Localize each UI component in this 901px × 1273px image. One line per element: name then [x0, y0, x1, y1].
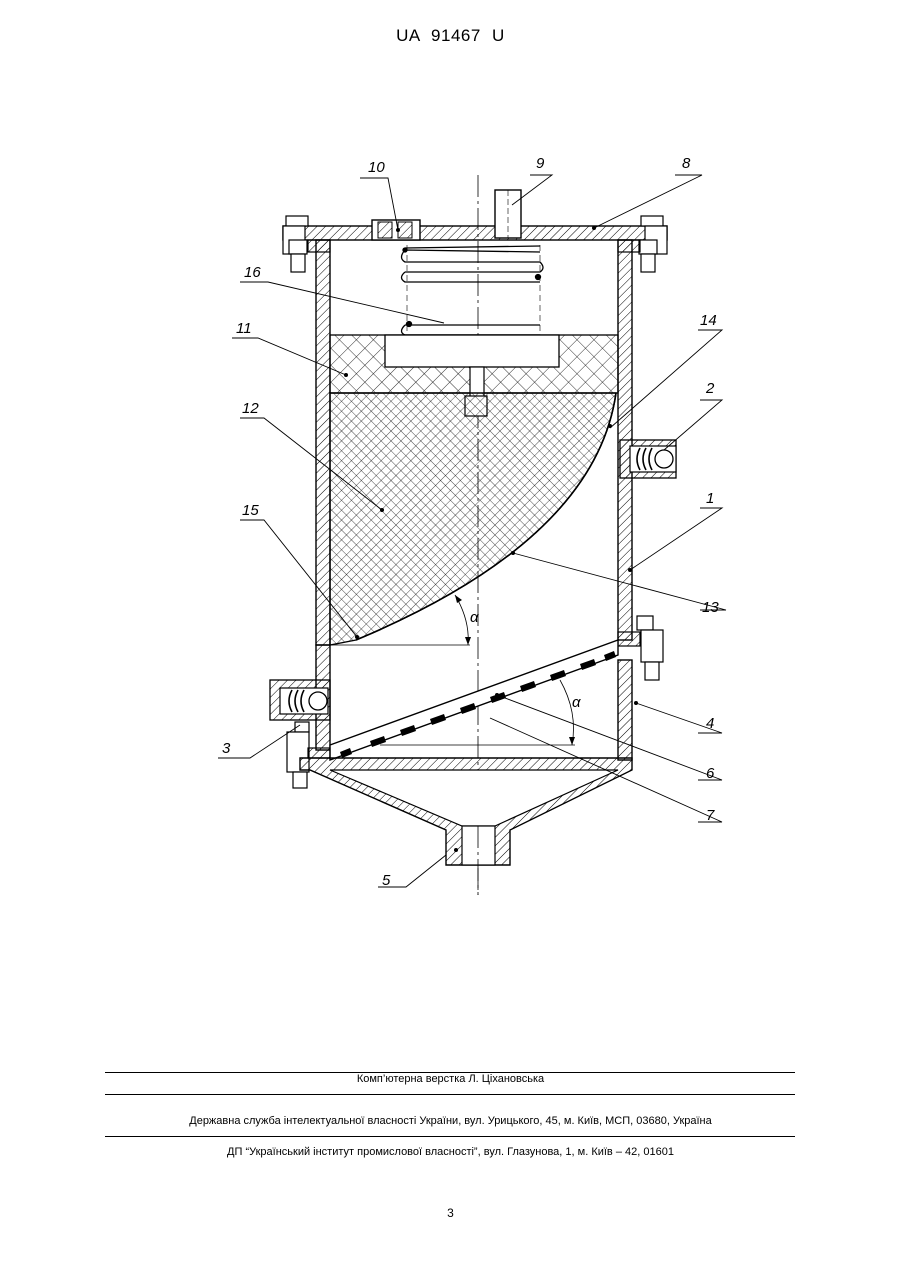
flange-bottom-left	[308, 748, 330, 758]
label-1: 1	[706, 490, 714, 507]
label-14: 14	[700, 312, 717, 329]
label-11: 11	[236, 320, 252, 337]
label-15: 15	[242, 502, 259, 519]
footer-rule-3	[105, 1136, 795, 1137]
outlet-left	[270, 680, 330, 720]
label-2: 2	[705, 380, 715, 397]
agency-address: Державна служба інтелектуальної власност…	[0, 1115, 901, 1127]
lid	[283, 190, 667, 240]
label-9: 9	[536, 155, 545, 172]
top-bolt-left	[283, 216, 308, 272]
label-7: 7	[706, 807, 715, 824]
inlet-right	[620, 440, 676, 478]
label-8: 8	[682, 155, 691, 172]
filter-mass	[330, 393, 616, 645]
wall-left-upper	[316, 240, 330, 645]
footer-rule-2	[105, 1094, 795, 1095]
label-3: 3	[222, 740, 231, 757]
institute-address: ДП “Український інститут промислової вла…	[0, 1146, 901, 1158]
angle-label-upper: α	[470, 609, 479, 626]
label-6: 6	[706, 765, 715, 782]
label-5: 5	[382, 872, 391, 889]
angle-label-lower: α	[572, 694, 581, 711]
label-4: 4	[706, 715, 714, 732]
label-10: 10	[368, 159, 385, 176]
label-12: 12	[242, 400, 259, 417]
top-bolt-right	[639, 216, 667, 272]
label-16: 16	[244, 264, 261, 281]
label-13: 13	[702, 599, 719, 616]
layout-credit: Комп’ютерна верстка Л. Ціхановська	[0, 1073, 901, 1085]
page-number: 3	[0, 1206, 901, 1220]
